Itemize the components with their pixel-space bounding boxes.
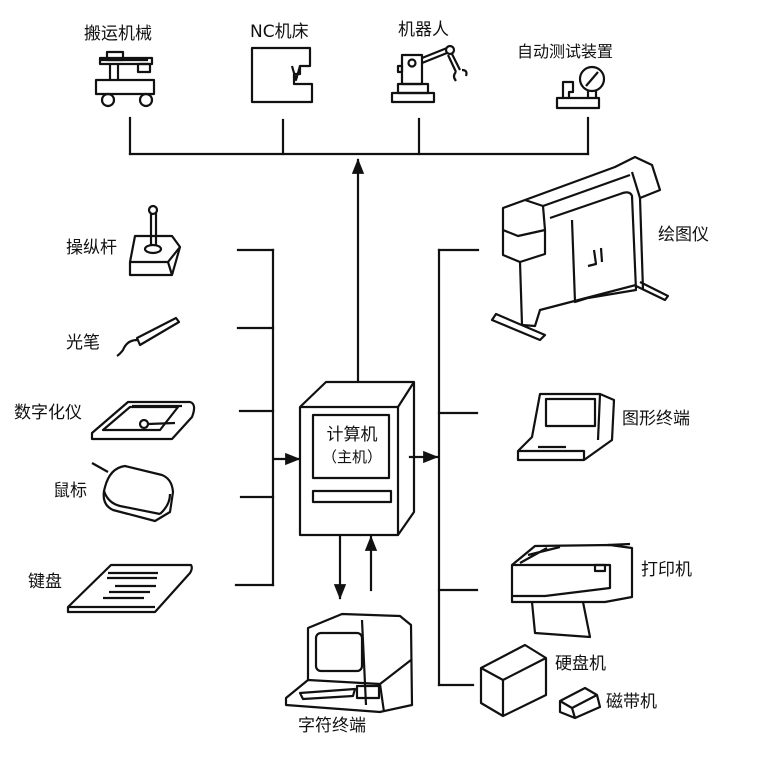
label-digitizer: 数字化仪	[14, 403, 82, 423]
graphics-terminal-icon	[516, 392, 616, 462]
computer-host-label: 计算机 （主机）	[313, 424, 391, 468]
digitizer-tablet-icon	[90, 400, 196, 441]
label-character-terminal: 字符终端	[298, 716, 366, 736]
printer-icon	[510, 542, 634, 639]
label-conveyor: 搬运机械	[84, 24, 152, 44]
hard-disk-icon	[479, 643, 548, 718]
label-tape-drive: 磁带机	[606, 692, 657, 712]
label-mouse: 鼠标	[53, 481, 87, 501]
label-auto-tester: 自动测试装置	[517, 42, 614, 61]
label-robot: 机器人	[398, 20, 449, 40]
label-printer: 打印机	[641, 560, 692, 580]
right-output-bus	[437, 248, 480, 687]
label-keyboard: 键盘	[28, 572, 62, 592]
computer-label-line2: （主机）	[321, 448, 382, 466]
label-graphics-terminal: 图形终端	[622, 409, 690, 429]
nc-machine-tool-icon	[250, 46, 314, 104]
keyboard-icon	[66, 563, 193, 614]
conveyor-machine-icon	[94, 50, 156, 108]
joystick-icon	[128, 204, 182, 277]
robot-arm-icon	[390, 44, 468, 104]
left-input-bus	[234, 248, 275, 587]
mouse-icon	[91, 462, 175, 523]
top-bus	[128, 116, 590, 156]
computer-host-icon	[298, 380, 416, 537]
light-pen-icon	[116, 316, 181, 357]
gauge-tester-icon	[555, 65, 606, 110]
label-plotter: 绘图仪	[658, 225, 709, 245]
computer-label-line1: 计算机	[326, 425, 378, 445]
character-terminal-icon	[284, 612, 414, 714]
label-hard-disk: 硬盘机	[555, 654, 606, 674]
label-joystick: 操纵杆	[66, 238, 117, 258]
plotter-icon	[490, 155, 670, 342]
tape-drive-icon	[558, 686, 602, 720]
label-nc-machine: NC机床	[250, 22, 309, 42]
label-light-pen: 光笔	[66, 333, 100, 353]
